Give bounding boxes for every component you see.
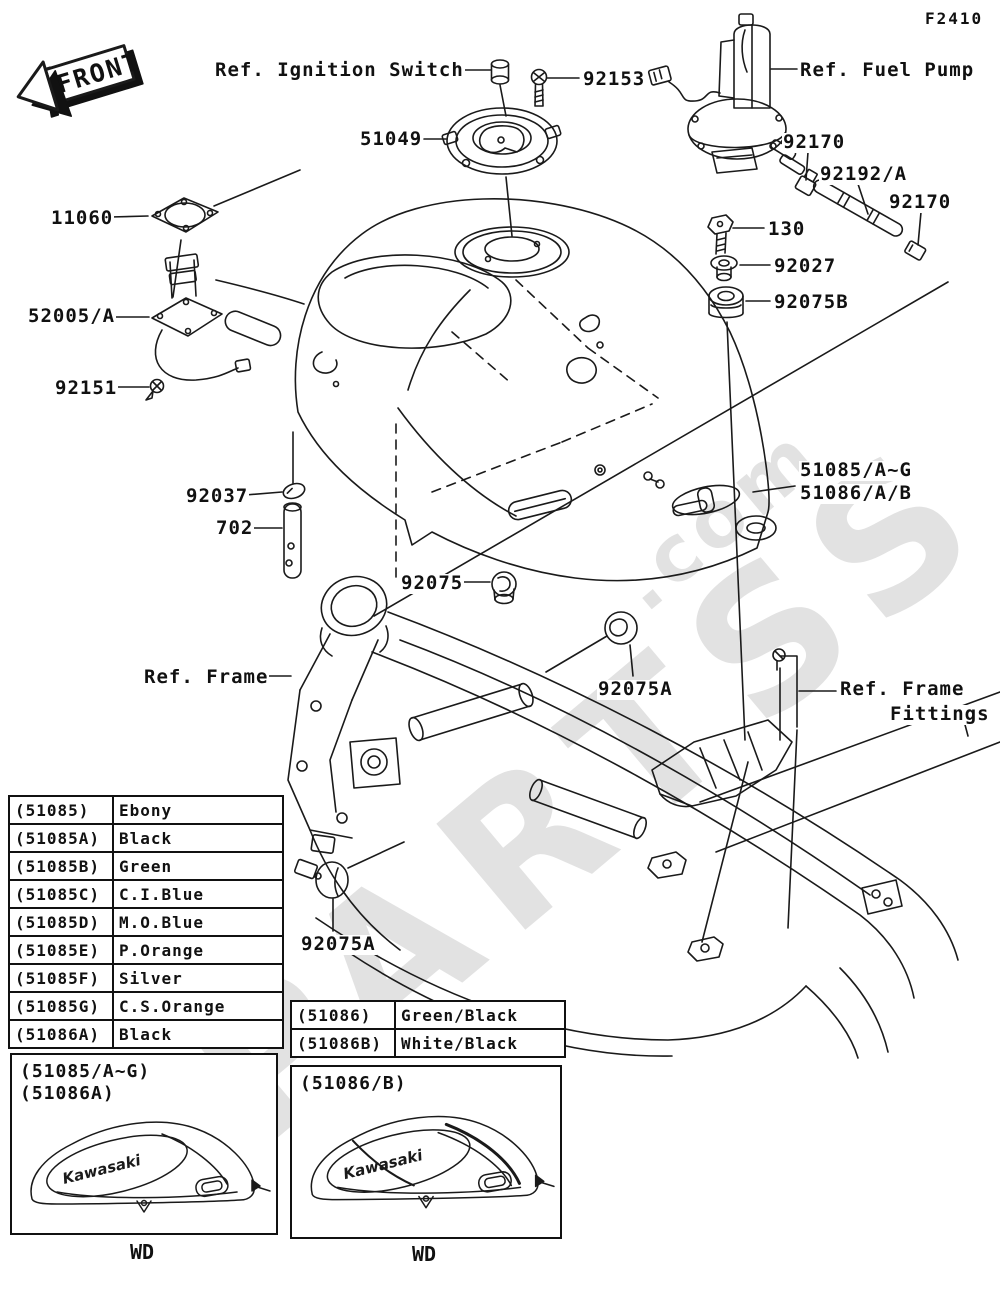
variant-box-51086: (51086/B) Kawasaki <box>290 1065 562 1239</box>
bolt-92153 <box>530 68 548 107</box>
fuel-hose-assembly <box>794 168 927 261</box>
grommet-92075 <box>491 571 517 605</box>
grommet-92075A-lower <box>315 841 405 932</box>
front-arrow-icon: FRONT <box>16 44 144 118</box>
table-row: (51085G)C.S.Orange <box>8 991 284 1021</box>
frame-drawing <box>287 575 1000 1059</box>
kawasaki-decal: Kawasaki <box>341 1146 425 1183</box>
tank-sketch-51086: Kawasaki <box>310 1115 555 1209</box>
callout-92075A-frame: 92075A <box>597 678 674 700</box>
ref-fuel-pump-label: Ref. Fuel Pump <box>799 59 976 81</box>
ref-frame-fittings-line2: Fittings <box>889 703 991 725</box>
callout-92037: 92037 <box>185 485 250 507</box>
callout-92075A-lower: 92075A <box>300 933 377 955</box>
frame-fittings-drawing <box>651 321 798 943</box>
variant-box-title: (51086/B) <box>300 1073 407 1094</box>
callout-92027: 92027 <box>773 255 838 277</box>
wd-caption-right: WD <box>411 1242 437 1266</box>
fuel-gauge-52005 <box>151 253 305 381</box>
callout-11060: 11060 <box>50 207 115 229</box>
tube-702 <box>283 502 302 579</box>
callout-51086: 51086/A/B <box>799 482 913 504</box>
washer-92027 <box>710 255 738 282</box>
routing-line <box>373 281 949 617</box>
callout-130: 130 <box>767 218 807 240</box>
table-row: (51086)Green/Black <box>290 1000 566 1030</box>
wd-caption-left: WD <box>129 1240 155 1264</box>
callout-92151: 92151 <box>54 377 119 399</box>
table-row: (51086B)White/Black <box>290 1028 566 1058</box>
grommet-92075A-frame <box>545 611 638 677</box>
table-row: (51085)Ebony <box>8 795 284 825</box>
ref-frame-fittings-line1: Ref. Frame <box>839 678 966 700</box>
clamp-92037 <box>282 431 306 500</box>
table-row: (51085E)P.Orange <box>8 935 284 965</box>
ref-frame-label: Ref. Frame <box>143 666 270 688</box>
table-row: (51085D)M.O.Blue <box>8 907 284 937</box>
callout-702: 702 <box>215 517 255 539</box>
callout-51049: 51049 <box>359 128 424 150</box>
callout-51085: 51085/A~G <box>799 459 913 481</box>
fuel-cap-51049 <box>441 107 562 237</box>
callout-92170-side: 92170 <box>888 191 953 213</box>
callout-92170-top: 92170 <box>782 131 847 153</box>
figure-code: F2410 <box>924 9 985 28</box>
bolt-130 <box>707 214 734 255</box>
callout-52005: 52005/A <box>27 305 117 327</box>
callout-92075: 92075 <box>400 572 465 594</box>
ignition-switch-part <box>490 59 510 117</box>
leader-lines <box>109 68 922 692</box>
ref-ignition-switch-label: Ref. Ignition Switch <box>214 59 465 81</box>
grommet-92075B <box>708 286 744 319</box>
callout-92192: 92192/A <box>819 163 909 185</box>
variant-box-title: (51085/A~G) <box>20 1061 151 1082</box>
fuel-tank-drawing <box>294 198 777 583</box>
callout-92153: 92153 <box>582 68 647 90</box>
color-table-51085: (51085)Ebony (51085A)Black (51085B)Green… <box>8 795 284 1049</box>
table-row: (51085F)Silver <box>8 963 284 993</box>
gasket-11060 <box>151 169 301 298</box>
table-row: (51086A)Black <box>8 1019 284 1049</box>
kawasaki-decal: Kawasaki <box>61 1151 144 1188</box>
table-row: (51085B)Green <box>8 851 284 881</box>
color-table-51086: (51086)Green/Black (51086B)White/Black <box>290 1000 566 1058</box>
table-row: (51085A)Black <box>8 823 284 853</box>
screw-92151 <box>145 378 165 401</box>
tank-sketch-51085: Kawasaki <box>30 1121 271 1213</box>
variant-box-title2: (51086A) <box>20 1082 115 1104</box>
table-row: (51085C)C.I.Blue <box>8 879 284 909</box>
callout-92075B: 92075B <box>773 291 850 313</box>
fuel-pump-drawing <box>647 13 806 175</box>
variant-box-51085: (51085/A~G) (51086A) Kawasaki <box>10 1053 278 1235</box>
